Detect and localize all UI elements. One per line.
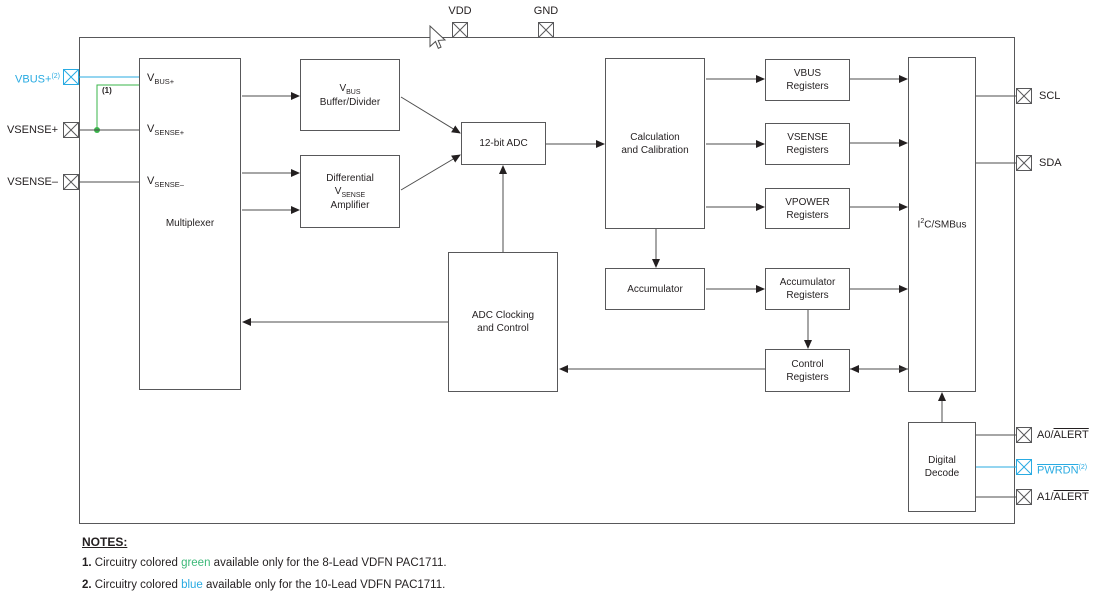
pin-a1-alert bbox=[1016, 489, 1032, 505]
notes-heading: NOTES: bbox=[82, 535, 128, 549]
pin-label-vsense-minus: VSENSE– bbox=[7, 176, 58, 188]
pin-label-scl: SCL bbox=[1039, 90, 1061, 102]
wire-note-ref: (1) bbox=[102, 86, 112, 95]
note-1: 1. Circuitry colored green available onl… bbox=[82, 557, 447, 569]
block-calculation-calibration: Calculation and Calibration bbox=[605, 58, 705, 229]
pin-vsense-minus bbox=[63, 174, 79, 190]
block-control-registers: Control Registers bbox=[765, 349, 850, 392]
mux-input-vbus: VBUS+ bbox=[147, 72, 175, 87]
x-box-icon bbox=[1016, 427, 1032, 443]
pin-pwrdn bbox=[1016, 459, 1032, 475]
x-box-icon bbox=[1016, 489, 1032, 505]
x-box-icon bbox=[1016, 88, 1032, 104]
x-box-icon bbox=[538, 22, 554, 38]
block-12bit-adc: 12-bit ADC bbox=[461, 122, 546, 165]
pin-gnd bbox=[538, 22, 554, 38]
block-vbus-registers: VBUS Registers bbox=[765, 59, 850, 101]
block-vsense-registers: VSENSE Registers bbox=[765, 123, 850, 165]
block-multiplexer: VBUS+ VSENSE+ VSENSE– Multiplexer bbox=[139, 58, 241, 390]
pin-label-vbus-plus: VBUS+(2) bbox=[15, 73, 60, 86]
pin-label-vdd: VDD bbox=[448, 5, 472, 17]
x-box-icon bbox=[1016, 155, 1032, 171]
block-accumulator: Accumulator bbox=[605, 268, 705, 310]
block-digital-decode: Digital Decode bbox=[908, 422, 976, 512]
pin-label-a1-alert: A1/ALERT bbox=[1037, 491, 1089, 503]
pin-label-vsense-plus: VSENSE+ bbox=[6, 124, 58, 136]
mux-input-vsense-minus: VSENSE– bbox=[147, 175, 184, 190]
pin-vdd bbox=[452, 22, 468, 38]
notes-section: NOTES: 1. Circuitry colored green availa… bbox=[82, 535, 447, 598]
x-box-icon bbox=[1016, 459, 1032, 475]
note-2: 2. Circuitry colored blue available only… bbox=[82, 579, 446, 591]
pin-label-a0-alert: A0/ALERT bbox=[1037, 429, 1089, 441]
x-box-icon bbox=[63, 174, 79, 190]
block-accumulator-registers: Accumulator Registers bbox=[765, 268, 850, 310]
x-box-icon bbox=[63, 122, 79, 138]
pin-sda bbox=[1016, 155, 1032, 171]
pin-label-gnd: GND bbox=[533, 5, 559, 17]
mux-input-vsense-plus: VSENSE+ bbox=[147, 123, 185, 138]
block-adc-clocking-control: ADC Clocking and Control bbox=[448, 252, 558, 392]
pin-vsense-plus bbox=[63, 122, 79, 138]
pin-a0-alert bbox=[1016, 427, 1032, 443]
pin-scl bbox=[1016, 88, 1032, 104]
block-i2c-smbus: I2C/SMBus bbox=[908, 57, 976, 392]
pin-label-pwrdn: PWRDN(2) bbox=[1037, 464, 1088, 477]
pin-vbus-plus bbox=[63, 69, 79, 85]
block-vbus-buffer-divider: VBUS Buffer/Divider bbox=[300, 59, 400, 131]
x-box-icon bbox=[63, 69, 79, 85]
multiplexer-label: Multiplexer bbox=[165, 218, 215, 229]
block-vpower-registers: VPOWER Registers bbox=[765, 188, 850, 229]
x-box-icon bbox=[452, 22, 468, 38]
pin-label-sda: SDA bbox=[1039, 157, 1062, 169]
block-differential-vsense-amplifier: Differential VSENSE Amplifier bbox=[300, 155, 400, 228]
